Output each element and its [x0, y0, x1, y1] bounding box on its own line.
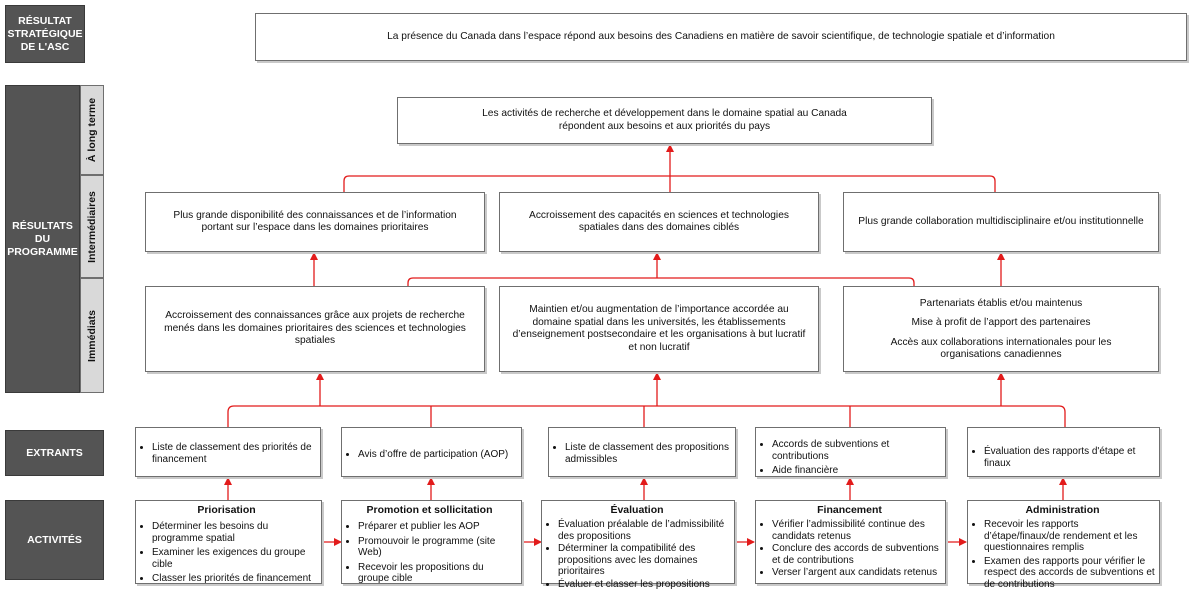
strategic-outcome-text: La présence du Canada dans l’espace répo… — [387, 30, 1055, 42]
subsection-intermediate: Intermédiaires — [80, 175, 104, 278]
activity-box-4: Financement Vérifier l’admissibilité con… — [755, 500, 946, 584]
immediate-outcome-3-item-1: Partenariats établis et/ou maintenus — [919, 297, 1083, 309]
activity-2-title: Promotion et sollicitation — [366, 504, 493, 516]
intermediate-outcome-2: Accroissement des capacités en sciences … — [499, 192, 819, 252]
activity-4-title: Financement — [817, 504, 882, 516]
activity-2-item-3: Recevoir les propositions du groupe cibl… — [358, 562, 515, 585]
immediate-outcome-2: Maintien et/ou augmentation de l’importa… — [499, 286, 819, 372]
output-4-item-1: Accords de subventions et contributions — [772, 439, 939, 462]
activity-4-item-1: Vérifier l’admissibilité continue des ca… — [772, 519, 941, 542]
activity-1-title: Priorisation — [197, 504, 256, 516]
output-box-4: Accords de subventions et contributions … — [755, 427, 946, 477]
strategic-outcome-box: La présence du Canada dans l’espace répo… — [255, 13, 1187, 61]
connector-outputs-bus — [227, 405, 1066, 427]
activity-3-item-3: Évaluer et classer les propositions — [558, 579, 730, 591]
intermediate-outcome-2-text: Accroissement des capacités en sciences … — [529, 209, 789, 234]
subsection-long-term: À long terme — [80, 85, 104, 175]
activity-1-item-2: Examiner les exigences du groupe cible — [152, 547, 315, 570]
section-program-label: RÉSULTATS DU PROGRAMME — [5, 85, 80, 393]
immediate-outcome-3: Partenariats établis et/ou maintenus Mis… — [843, 286, 1159, 372]
subsection-immediate: Immédiats — [80, 278, 104, 393]
section-outputs-text: EXTRANTS — [26, 446, 83, 459]
activity-2-item-1: Préparer et publier les AOP — [358, 521, 515, 533]
activity-4-item-3: Verser l’argent aux candidats retenus — [772, 567, 941, 579]
section-program-text: RÉSULTATS DU PROGRAMME — [7, 219, 78, 258]
immediate-outcome-3-item-2: Mise à profit de l’apport des partenaire… — [911, 317, 1091, 328]
immediate-outcome-3-item-3: Accès aux collaborations internationales… — [890, 336, 1112, 361]
activity-box-5: Administration Recevoir les rapports d’é… — [967, 500, 1160, 590]
activity-box-1: Priorisation Déterminer les besoins du p… — [135, 500, 322, 584]
output-4-item-2: Aide financière — [772, 465, 939, 477]
output-3-item-1: Liste de classement des propositions adm… — [565, 442, 729, 465]
activity-3-item-1: Évaluation préalable de l’admissibilité … — [558, 519, 730, 542]
output-1-item-1: Liste de classement des priorités de fin… — [152, 442, 314, 465]
output-5-item-1: Évaluation des rapports d'étape et finau… — [984, 446, 1155, 469]
long-term-outcome-text: Les activités de recherche et développem… — [482, 108, 847, 132]
activity-3-item-2: Déterminer la compatibilité des proposit… — [558, 543, 730, 578]
activity-1-item-3: Classer les priorités de financement — [152, 573, 315, 585]
intermediate-outcome-1-text: Plus grande disponibilité des connaissan… — [173, 209, 457, 234]
intermediate-outcome-1: Plus grande disponibilité des connaissan… — [145, 192, 485, 252]
activity-4-item-2: Conclure des accords de subventions et d… — [772, 543, 941, 566]
activity-5-item-2: Examen des rapports pour vérifier le res… — [984, 556, 1155, 591]
output-box-5: Évaluation des rapports d'étape et finau… — [967, 427, 1160, 477]
section-activities-label: ACTIVITÉS — [5, 500, 104, 580]
activity-5-item-1: Recevoir les rapports d’étape/finaux/de … — [984, 519, 1155, 554]
immediate-outcome-2-text: Maintien et/ou augmentation de l’importa… — [512, 304, 806, 353]
long-term-outcome-box: Les activités de recherche et développem… — [397, 97, 932, 144]
activity-box-2: Promotion et sollicitation Préparer et p… — [341, 500, 522, 584]
intermediate-outcome-3-text: Plus grande collaboration multidisciplin… — [858, 215, 1144, 227]
section-activities-text: ACTIVITÉS — [27, 533, 82, 546]
activity-box-3: Évaluation Évaluation préalable de l’adm… — [541, 500, 735, 590]
activity-1-item-1: Déterminer les besoins du programme spat… — [152, 521, 315, 544]
output-box-3: Liste de classement des propositions adm… — [548, 427, 736, 477]
section-outputs-label: EXTRANTS — [5, 430, 104, 476]
activity-5-title: Administration — [1025, 504, 1100, 516]
connector-immediate-bus — [407, 277, 915, 288]
section-strategic-label: RÉSULTAT STRATÉGIQUE DE L'ASC — [5, 5, 85, 63]
immediate-outcome-1: Accroissement des connaissances grâce au… — [145, 286, 485, 372]
intermediate-outcome-3: Plus grande collaboration multidisciplin… — [843, 192, 1159, 252]
immediate-outcome-1-text: Accroissement des connaissances grâce au… — [164, 310, 466, 347]
activity-3-title: Évaluation — [610, 504, 664, 516]
activity-2-item-2: Promouvoir le programme (site Web) — [358, 536, 515, 559]
output-2-item-1: Avis d’offre de participation (AOP) — [358, 449, 515, 461]
output-box-2: Avis d’offre de participation (AOP) — [341, 427, 522, 477]
section-strategic-text: RÉSULTAT STRATÉGIQUE DE L'ASC — [7, 14, 83, 53]
output-box-1: Liste de classement des priorités de fin… — [135, 427, 321, 477]
